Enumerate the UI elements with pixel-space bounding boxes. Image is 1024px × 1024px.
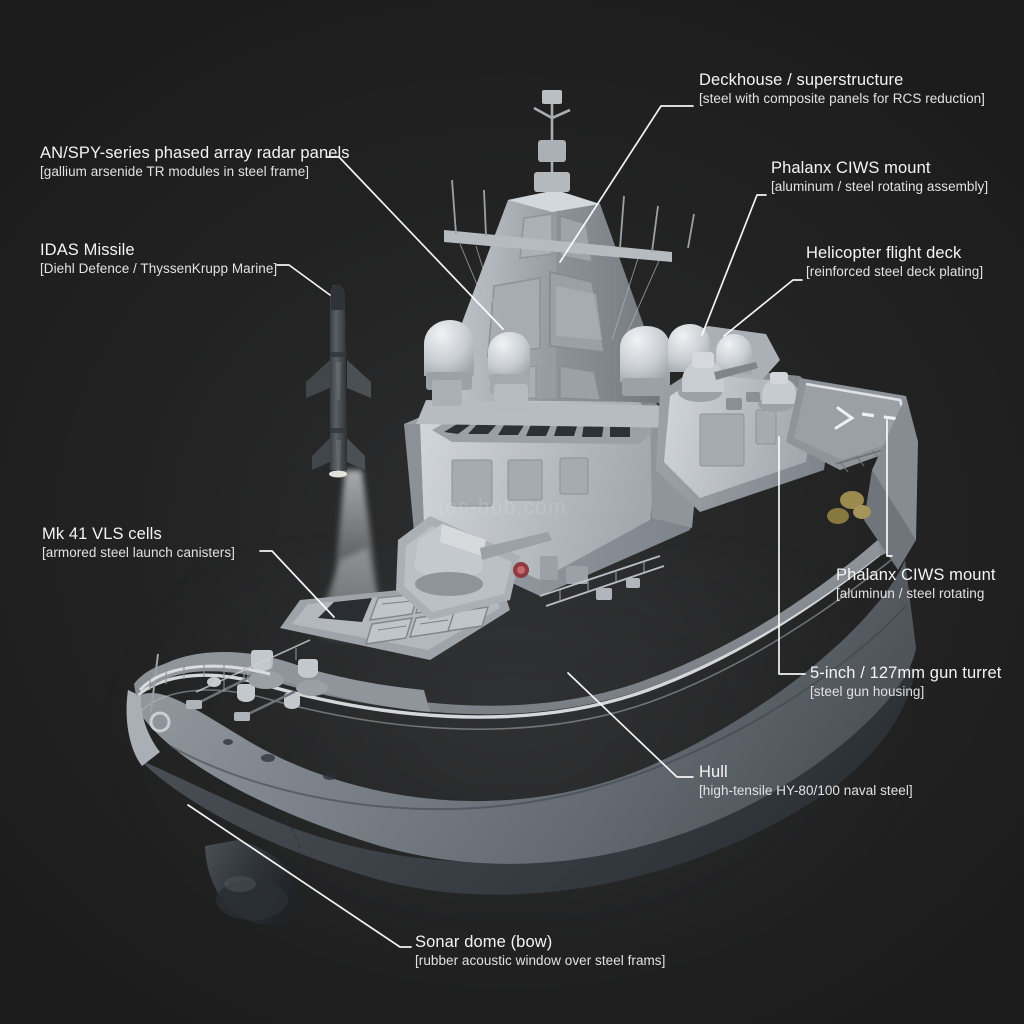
- callout-radar-panels: AN/SPY-series phased array radar panels […: [40, 143, 350, 180]
- callout-title: 5-inch / 127mm gun turret: [810, 664, 1002, 682]
- callout-material: [armored steel launch canisters]: [42, 545, 235, 560]
- callout-helicopter-deck: Helicopter flight deck [reinforced steel …: [806, 243, 983, 280]
- idas-missile-model: [306, 284, 371, 478]
- forward-superstructure: [396, 396, 700, 620]
- callout-material: [reinforced steel deck plating]: [806, 264, 984, 279]
- callout-sonar-dome: Sonar dome (bow) [rubber acoustic window …: [415, 932, 665, 969]
- callout-title: AN/SPY-series phased array radar panels: [40, 144, 350, 162]
- callout-title: Hull: [699, 763, 728, 781]
- callout-title: Mk 41 VLS cells: [42, 525, 162, 543]
- callout-vls-cells: Mk 41 VLS cells [armored steel launch can…: [42, 524, 235, 561]
- callout-material: [steel with composite panels for RCS red…: [699, 91, 985, 106]
- callout-material: [rubber acoustic window over steel frams…: [415, 953, 666, 968]
- callout-deckhouse: Deckhouse / superstructure [steel with co…: [699, 70, 985, 107]
- callout-phalanx-ciws-lower: Phalanx CIWS mount [aluminun / steel rota…: [836, 565, 996, 602]
- callout-material: [Diehl Defence / ThyssenKrupp Marine]: [40, 261, 278, 276]
- callout-material: [high-tensile HY-80/100 naval steel]: [699, 783, 913, 798]
- callout-material: [gallium arsenide TR modules in steel fr…: [40, 164, 310, 179]
- callout-title: Phalanx CIWS mount: [836, 566, 996, 584]
- callout-gun-turret: 5-inch / 127mm gun turret [steel gun hous…: [810, 663, 1001, 700]
- callout-title: Helicopter flight deck: [806, 244, 962, 262]
- callout-title: Phalanx CIWS mount: [771, 159, 931, 177]
- callout-title: Deckhouse / superstructure: [699, 71, 904, 89]
- callout-phalanx-ciws-upper: Phalanx CIWS mount [aluminum / steel rota…: [771, 158, 988, 195]
- callout-material: [steel gun housing]: [810, 684, 925, 699]
- sonar-dome-bow: [205, 840, 301, 926]
- callout-idas-missile: IDAS Missile [Diehl Defence / ThyssenKrup…: [40, 240, 277, 277]
- callout-material: [aluminum / steel rotating assembly]: [771, 179, 989, 194]
- callout-hull: Hull [high-tensile HY-80/100 naval steel]: [699, 762, 913, 799]
- callout-material: [aluminun / steel rotating: [836, 586, 985, 601]
- callout-title: IDAS Missile: [40, 241, 135, 259]
- callout-title: Sonar dome (bow): [415, 933, 553, 951]
